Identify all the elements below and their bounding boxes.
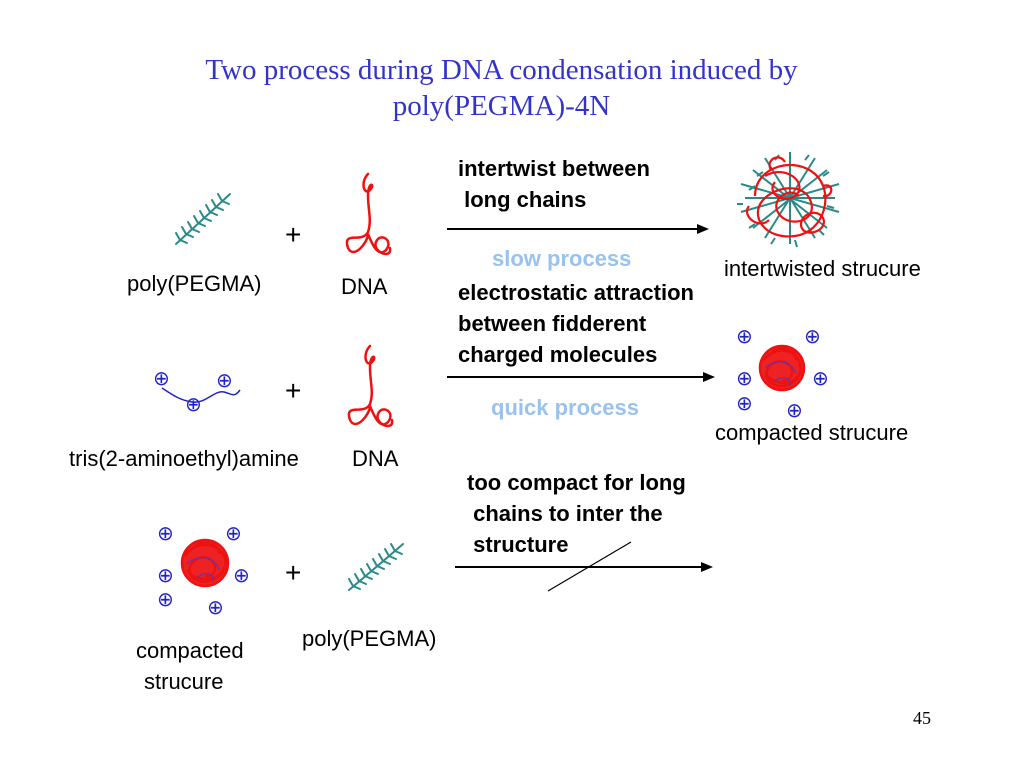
row2-dna-label: DNA bbox=[352, 446, 399, 471]
row3-reaction-arrow bbox=[455, 562, 713, 572]
row2-plus-sign: + bbox=[285, 375, 302, 406]
positive-charge-icon: ⊕ bbox=[157, 523, 174, 545]
no-reaction-slash bbox=[547, 541, 632, 592]
row1-mechanism-line-1: intertwist between bbox=[458, 156, 650, 181]
row2-mechanism-line-3: charged molecules bbox=[458, 342, 658, 367]
positive-charge-icon: ⊕ bbox=[207, 597, 224, 619]
row2-mechanism-line-2: between fidderent bbox=[458, 311, 647, 336]
pegma-brush-icon bbox=[348, 543, 404, 591]
row1-mechanism-line-2: long chains bbox=[458, 187, 587, 212]
row1-product-label: intertwisted strucure bbox=[724, 256, 921, 281]
row3-polymer-label: poly(PEGMA) bbox=[302, 626, 437, 651]
compacted-structure-icon bbox=[180, 538, 230, 588]
positive-charge-icon: ⊕ bbox=[157, 589, 174, 611]
row2-speed-label: quick process bbox=[491, 395, 639, 420]
positive-charge-icon: ⊕ bbox=[185, 394, 202, 416]
positive-charge-icon: ⊕ bbox=[216, 370, 233, 392]
positive-charge-icon: ⊕ bbox=[736, 368, 753, 390]
row1-polymer-label: poly(PEGMA) bbox=[127, 271, 262, 296]
positive-charge-icon: ⊕ bbox=[804, 326, 821, 348]
row2-product-label: compacted strucure bbox=[715, 420, 909, 445]
row3-reactant-label-line-1: compacted bbox=[136, 638, 244, 663]
positive-charge-icon: ⊕ bbox=[157, 565, 174, 587]
positive-charge-icon: ⊕ bbox=[736, 326, 753, 348]
title-line-1: Two process during DNA condensation indu… bbox=[205, 54, 798, 86]
title-line-2: poly(PEGMA)-4N bbox=[392, 90, 611, 122]
compacted-structure-icon bbox=[758, 344, 806, 392]
row3-mechanism-line-2: chains to inter the bbox=[467, 501, 663, 526]
row3-reactant-label: compacted strucure bbox=[136, 635, 244, 697]
row2-polymer-label: tris(2-aminoethyl)amine bbox=[69, 446, 299, 471]
positive-charge-icon: ⊕ bbox=[233, 565, 250, 587]
row1-speed-label: slow process bbox=[492, 246, 632, 271]
row1-dna-label: DNA bbox=[341, 274, 388, 299]
pegma-brush-icon bbox=[175, 193, 231, 245]
intertwisted-structure-icon bbox=[737, 152, 840, 248]
row3-mechanism-line-3: structure bbox=[467, 532, 569, 557]
row3-mechanism-text: too compact for long chains to inter the… bbox=[467, 467, 686, 560]
dna-strand-icon bbox=[347, 344, 394, 428]
row3-plus-sign: + bbox=[285, 557, 302, 588]
row2-mechanism-line-1: electrostatic attraction bbox=[458, 280, 694, 305]
slide-title: Two process during DNA condensation indu… bbox=[0, 52, 1003, 124]
dna-strand-icon bbox=[345, 172, 392, 256]
row2-mechanism-text: electrostatic attraction between fiddere… bbox=[458, 277, 694, 370]
positive-charge-icon: ⊕ bbox=[153, 368, 170, 390]
row3-reactant-label-line-2: strucure bbox=[144, 669, 224, 694]
row1-reaction-arrow bbox=[447, 224, 709, 234]
row2-reaction-arrow bbox=[447, 372, 715, 382]
row3-mechanism-line-1: too compact for long bbox=[467, 470, 686, 495]
page-number: 45 bbox=[913, 708, 931, 728]
positive-charge-icon: ⊕ bbox=[736, 393, 753, 415]
tris-amine-chain-icon bbox=[161, 387, 241, 403]
positive-charge-icon: ⊕ bbox=[225, 523, 242, 545]
row1-plus-sign: + bbox=[285, 219, 302, 250]
row1-mechanism-text: intertwist between long chains bbox=[458, 153, 650, 215]
positive-charge-icon: ⊕ bbox=[786, 400, 803, 422]
positive-charge-icon: ⊕ bbox=[812, 368, 829, 390]
